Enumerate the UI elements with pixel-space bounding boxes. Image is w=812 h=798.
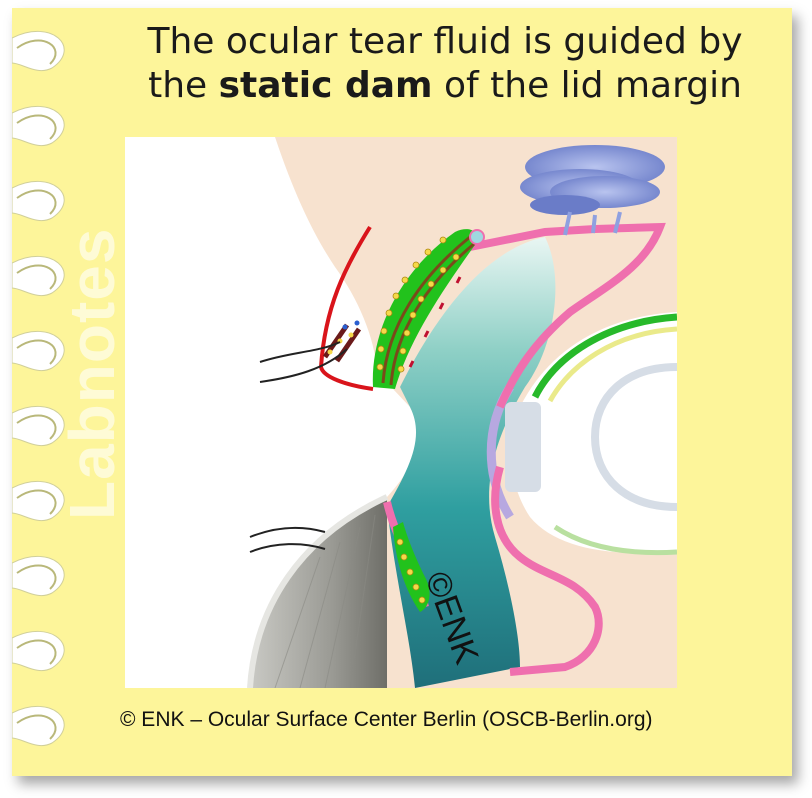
dam-texture (274, 514, 376, 689)
nerve-fiber-1 (259, 341, 341, 363)
title-line-2-start: the (148, 65, 219, 106)
illustration-svg: ©ENK (247, 137, 678, 689)
lower-conjunctiva-pink (491, 465, 603, 676)
upper-lid-vessels (408, 276, 462, 368)
eyelid-dam-illustration: ©ENK (125, 137, 678, 689)
concrete-dam (250, 497, 387, 688)
conjunctiva-yellow-arc (547, 326, 678, 403)
lower-nerve-2 (249, 543, 326, 553)
lens-ring (590, 363, 678, 511)
lens-gray-block (505, 402, 541, 492)
labnotes-watermark: Labnotes (56, 227, 128, 520)
page-title: The ocular tear fluid is guided by the s… (100, 20, 790, 108)
lower-green-arc (553, 524, 678, 556)
upper-gland-acini (376, 236, 460, 373)
title-line-1: The ocular tear fluid is guided by (147, 21, 743, 62)
title-bold-term: static dam (218, 65, 433, 106)
title-line-2-end: of the lid margin (432, 65, 742, 106)
upper-gland-duct (381, 235, 471, 384)
lacrimal-cloud (520, 145, 665, 215)
torn-edge-holes (12, 30, 65, 747)
lower-gland-acini (396, 538, 426, 604)
gland-orifice (469, 229, 485, 245)
lacrimal-ducts (563, 211, 622, 236)
copyright-footer: © ENK – Ocular Surface Center Berlin (OS… (120, 708, 653, 731)
nerve-fiber-2 (259, 348, 348, 383)
tear-waterfall (387, 237, 556, 688)
upper-conjunctiva-pink (469, 222, 666, 409)
lower-nerve-1 (249, 526, 326, 538)
eyelash-follicle (322, 320, 362, 363)
title-line-2: the static dam of the lid margin (100, 64, 790, 108)
dam-crest (247, 494, 389, 689)
conjunctiva-green-arc (531, 313, 678, 399)
